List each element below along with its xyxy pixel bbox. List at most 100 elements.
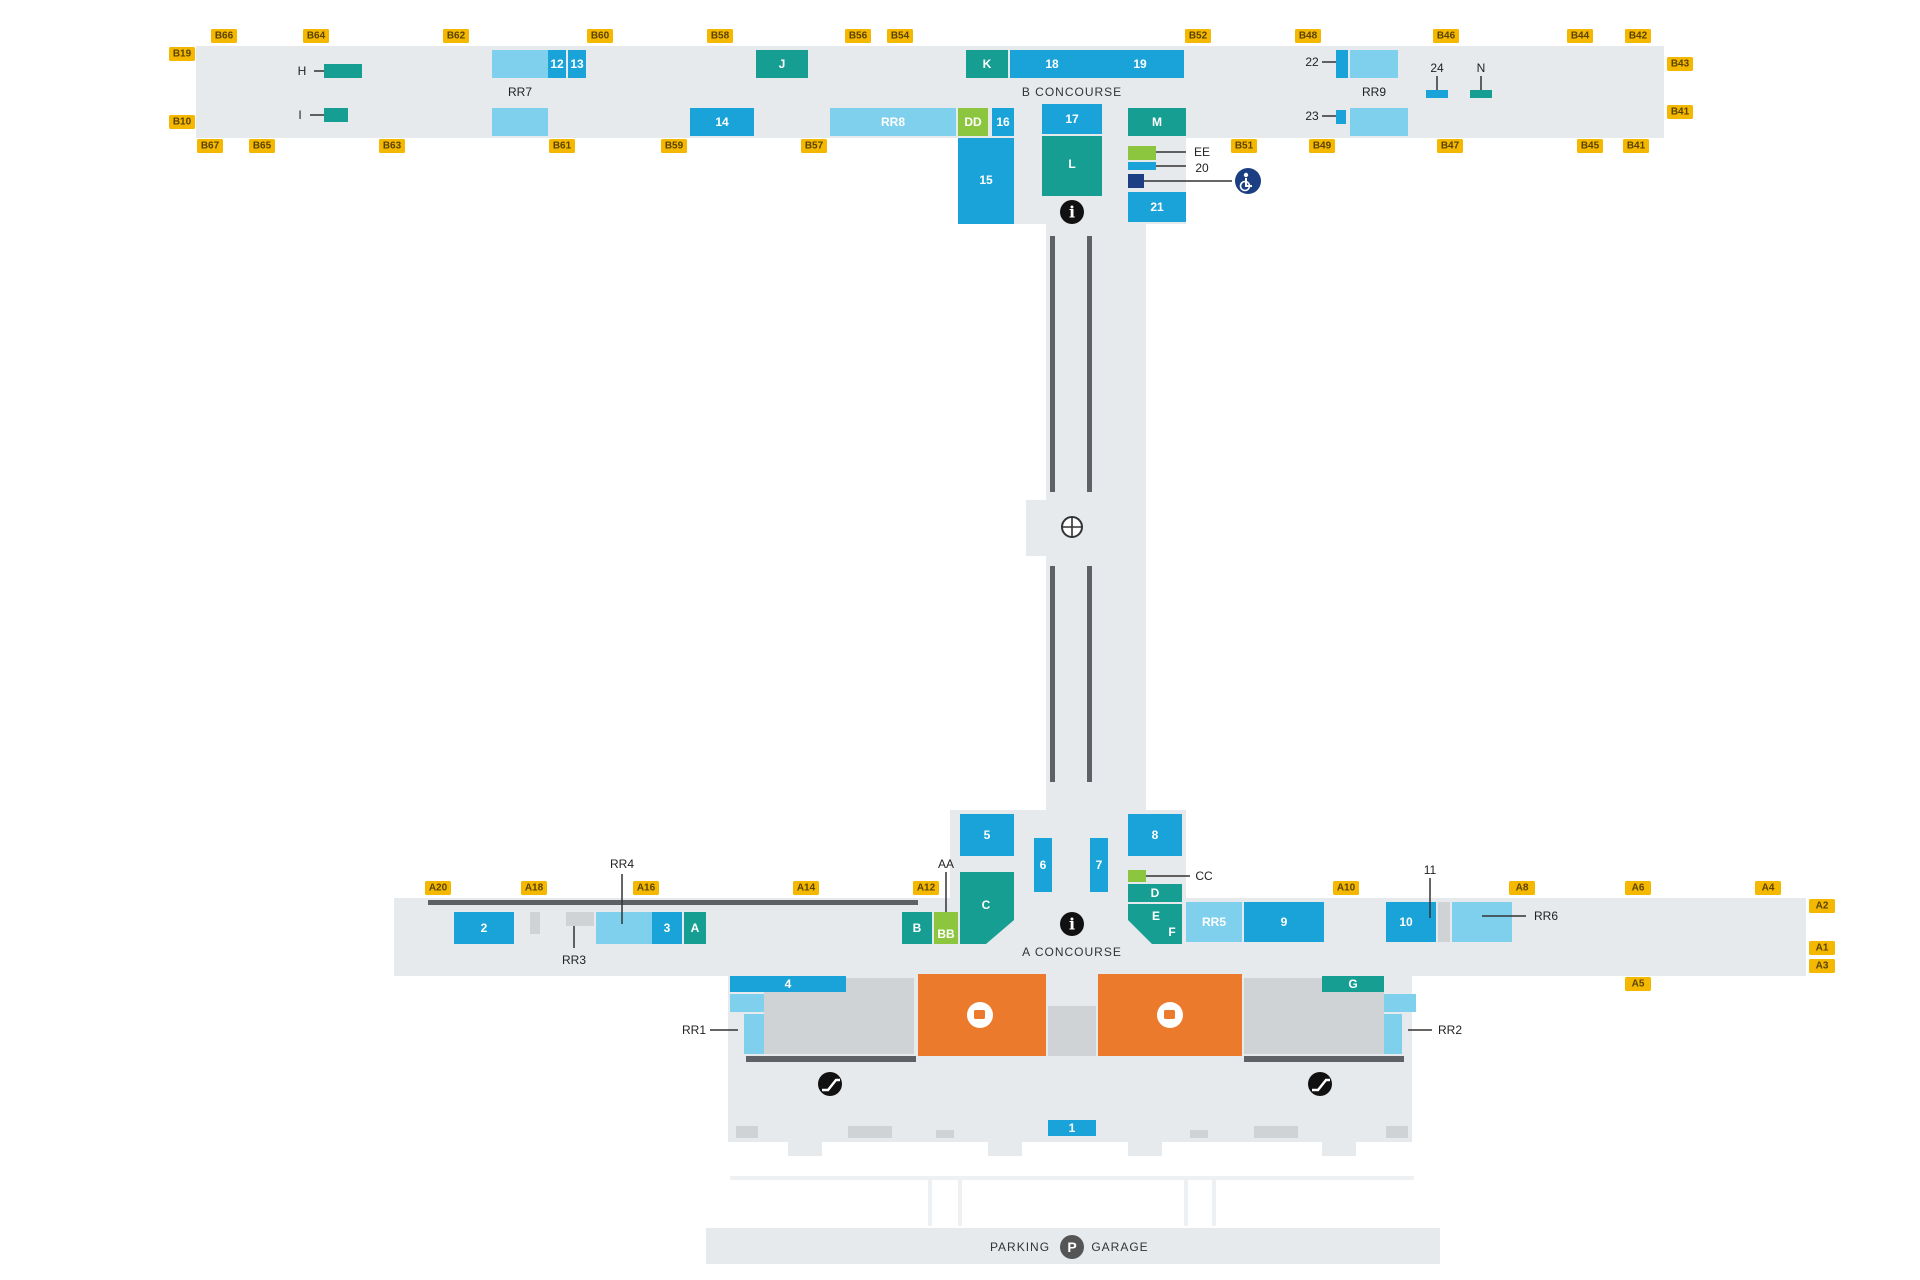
shop-16-label: 16 <box>996 115 1010 129</box>
shop-1-label: 1 <box>1069 1121 1076 1135</box>
gate-label: B49 <box>1313 141 1332 152</box>
gate-label: B64 <box>307 31 326 42</box>
restroom-rr1-label: RR1 <box>682 1023 706 1037</box>
gate-label: A14 <box>797 883 816 894</box>
shop-bb <box>934 912 958 944</box>
gate-b67: B67 <box>197 139 223 153</box>
a-concourse-label: A CONCOURSE <box>1022 945 1122 959</box>
gate-label: B10 <box>173 117 192 128</box>
gate-label: B47 <box>1441 141 1460 152</box>
gate-label: B43 <box>1671 59 1690 70</box>
shop-7-label: 7 <box>1096 858 1103 872</box>
gate-label: A6 <box>1632 883 1645 894</box>
shop-20-label: 20 <box>1195 161 1209 175</box>
parking-garage: PARKING P GARAGE <box>706 1228 1440 1264</box>
shop-13 <box>568 50 586 78</box>
gate-a4: A4 <box>1755 881 1781 895</box>
gate-a1: A1 <box>1809 941 1835 955</box>
gate-label: A2 <box>1816 901 1829 912</box>
info-icon[interactable]: i <box>1060 912 1084 936</box>
shop-16 <box>992 108 1014 136</box>
info-icon[interactable]: i <box>1060 200 1084 224</box>
shop-d <box>1128 884 1182 902</box>
shop-6-label: 6 <box>1040 858 1047 872</box>
gate-b42: B42 <box>1625 29 1651 43</box>
gate-a20: A20 <box>425 881 451 895</box>
gate-b64: B64 <box>303 29 329 43</box>
shop-9-label: 9 <box>1281 915 1288 929</box>
gate-a14: A14 <box>793 881 819 895</box>
shop-4-label: 4 <box>785 977 792 991</box>
shop-h <box>324 64 362 78</box>
gate-label: B57 <box>805 141 824 152</box>
shop-17 <box>1042 104 1102 134</box>
gate-a16: A16 <box>633 881 659 895</box>
shop-aa-label: AA <box>938 857 954 871</box>
gate-b66: B66 <box>211 29 237 43</box>
shop-13-label: 13 <box>570 57 584 71</box>
gate-a6: A6 <box>1625 881 1651 895</box>
restroom-rr5 <box>1186 902 1242 942</box>
gate-b52: B52 <box>1185 29 1211 43</box>
gate-b44: B44 <box>1567 29 1593 43</box>
gate-label: B51 <box>1235 141 1254 152</box>
gate-a8: A8 <box>1509 881 1535 895</box>
b-callouts: RR7 RR9 22 23 24 N EE 20 <box>508 55 1485 182</box>
a-callouts: AA CC RR4 RR3 RR6 11 RR1 RR2 <box>562 857 1558 1037</box>
gate-a18: A18 <box>521 881 547 895</box>
gate-label: B44 <box>1571 31 1590 42</box>
shop-b-label: B <box>913 921 922 935</box>
shop-19 <box>1100 50 1184 78</box>
shop-5-label: 5 <box>984 828 991 842</box>
shop-dd <box>958 108 988 136</box>
gate-a3: A3 <box>1809 959 1835 973</box>
shop-3-label: 3 <box>664 921 671 935</box>
shop-h-label: H <box>298 64 307 78</box>
shop-11-label: 11 <box>1424 863 1437 877</box>
gate-label: A18 <box>525 883 544 894</box>
shop-cc-label: CC <box>1195 869 1213 883</box>
gate-label: B62 <box>447 31 466 42</box>
info-icon-glyph: i <box>1069 203 1075 222</box>
gate-label: B67 <box>201 141 220 152</box>
gate-label: B59 <box>665 141 684 152</box>
gate-label: A3 <box>1816 961 1829 972</box>
b-concourse-label: B CONCOURSE <box>1022 85 1122 99</box>
shop-5 <box>960 814 1014 856</box>
shop-12 <box>548 50 566 78</box>
shop-c-label: C <box>982 898 991 912</box>
gate-b45: B45 <box>1577 139 1603 153</box>
shop-18 <box>1010 50 1100 78</box>
shop-23-label: 23 <box>1305 109 1319 123</box>
gate-label: A8 <box>1516 883 1529 894</box>
gate-b61: B61 <box>549 139 575 153</box>
wheelchair-icon <box>1235 168 1261 194</box>
shop-15-label: 15 <box>979 173 993 187</box>
escalator-icon <box>818 1072 842 1096</box>
baggage-claim-icon <box>1157 1002 1183 1028</box>
restroom-rr8-label: RR8 <box>881 115 905 129</box>
shop-19-label: 19 <box>1133 57 1147 71</box>
restroom-rr2-label: RR2 <box>1438 1023 1462 1037</box>
shop-ee <box>1128 146 1156 160</box>
shop-10-label: 10 <box>1399 915 1413 929</box>
gate-label: B58 <box>711 31 730 42</box>
gate-b57: B57 <box>801 139 827 153</box>
shop-7 <box>1090 838 1108 892</box>
gate-label: B60 <box>591 31 610 42</box>
shop-c <box>960 872 1014 944</box>
gate-label: B48 <box>1299 31 1318 42</box>
shop-cc <box>1128 870 1146 882</box>
parking-label-right: GARAGE <box>1091 1240 1148 1254</box>
shop-j <box>756 50 808 78</box>
gate-label: B63 <box>383 141 402 152</box>
gate-b19: B19 <box>169 47 195 61</box>
shop-a-label: A <box>691 921 700 935</box>
gate-label: B56 <box>849 31 868 42</box>
gate-label: A12 <box>917 883 936 894</box>
gate-label: A20 <box>429 883 448 894</box>
gate-b51: B51 <box>1231 139 1257 153</box>
